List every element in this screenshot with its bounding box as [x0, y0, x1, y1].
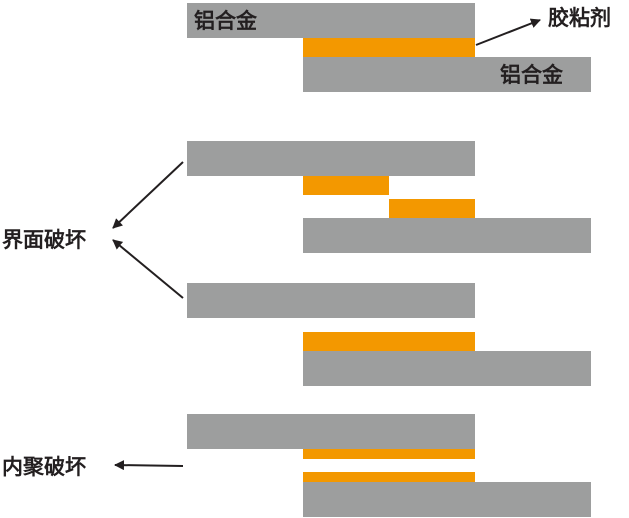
cohesive-failure-panel — [187, 414, 591, 517]
interface-failure-arrow-up — [112, 161, 184, 229]
intact-joint-panel: 铝合金 铝合金 胶粘剂 — [187, 3, 611, 92]
adhesive-fragment-lower — [389, 199, 475, 218]
interface-failure-arrow-down — [112, 239, 184, 299]
adhesive-residue-lower — [303, 472, 475, 482]
interface-failure-panel-a — [187, 141, 591, 253]
aluminum-plate-bottom — [303, 351, 591, 386]
aluminum-plate-bottom — [303, 218, 591, 253]
cohesive-failure-label: 内聚破坏 — [2, 455, 86, 479]
aluminum-bottom-label: 铝合金 — [500, 63, 564, 87]
interface-failure-panel-b — [187, 283, 591, 386]
aluminum-top-label: 铝合金 — [194, 9, 258, 33]
aluminum-plate-top — [187, 141, 475, 176]
aluminum-plate-top — [187, 3, 475, 38]
adhesive-pointer-arrow — [475, 18, 541, 46]
cohesive-failure-arrow — [114, 460, 184, 471]
aluminum-plate-bottom — [303, 482, 591, 517]
interface-failure-label: 界面破坏 — [2, 228, 86, 252]
aluminum-plate-top — [187, 414, 475, 449]
aluminum-plate-top — [187, 283, 475, 318]
aluminum-plate-bottom — [303, 57, 591, 92]
adhesive-label: 胶粘剂 — [548, 6, 611, 30]
adhesive-layer — [303, 332, 475, 351]
adhesive-fragment-upper — [303, 176, 389, 195]
adhesive-residue-upper — [303, 449, 475, 459]
adhesive-layer — [303, 38, 475, 57]
